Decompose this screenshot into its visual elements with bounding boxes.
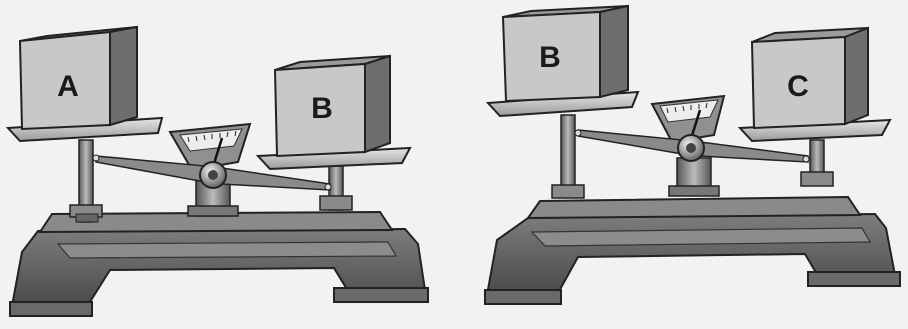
box-b: B bbox=[503, 6, 628, 101]
box-c: C bbox=[752, 28, 868, 128]
left-pan-post bbox=[552, 115, 584, 198]
box-b-label: B bbox=[311, 92, 333, 125]
scale-base bbox=[485, 197, 900, 304]
left-pan-post bbox=[70, 140, 102, 222]
scale-left: A B bbox=[8, 27, 428, 316]
right-pan-post bbox=[801, 140, 833, 186]
box-b-label: B bbox=[539, 41, 561, 74]
scale-right: B C bbox=[485, 6, 900, 304]
box-a-label: A bbox=[57, 70, 79, 103]
center-column bbox=[669, 158, 719, 196]
box-a: A bbox=[20, 27, 137, 129]
box-c-label: C bbox=[787, 70, 809, 103]
scale-base bbox=[10, 212, 428, 316]
box-b: B bbox=[275, 56, 390, 156]
